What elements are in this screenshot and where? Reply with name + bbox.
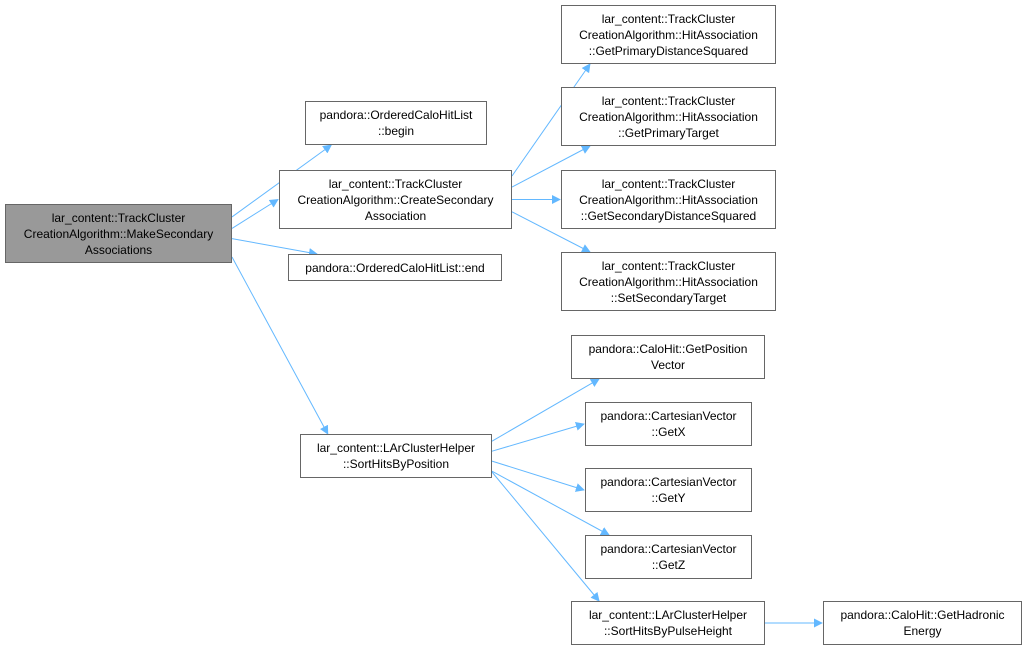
edge-make-secondary-associations-to-create-secondary-association bbox=[231, 199, 279, 229]
node-label-line: pandora::CaloHit::GetHadronic bbox=[840, 608, 1005, 622]
node-label-line: ::GetZ bbox=[651, 558, 686, 572]
node-label-line: ::GetY bbox=[651, 491, 686, 505]
node-calohit-get-hadronic-energy[interactable]: pandora::CaloHit::GetHadronic Energy bbox=[823, 601, 1022, 645]
node-get-primary-distance-squared[interactable]: lar_content::TrackCluster CreationAlgori… bbox=[561, 5, 776, 64]
node-get-secondary-distance-squared[interactable]: lar_content::TrackCluster CreationAlgori… bbox=[561, 170, 776, 229]
edge-sort-hits-by-position-to-cartesian-vector-get-y bbox=[491, 460, 585, 492]
edge-create-secondary-association-to-get-primary-target bbox=[511, 145, 591, 188]
node-ordered-calohit-list-end[interactable]: pandora::OrderedCaloHitList::end bbox=[288, 254, 502, 281]
node-label-line: ::GetPrimaryDistanceSquared bbox=[588, 43, 749, 58]
node-get-primary-target[interactable]: lar_content::TrackCluster CreationAlgori… bbox=[561, 87, 776, 146]
node-label-line: lar_content::TrackCluster bbox=[328, 176, 463, 191]
node-label-line: ::GetSecondaryDistanceSquared bbox=[580, 208, 757, 223]
node-label-line: pandora::CartesianVector bbox=[600, 542, 737, 556]
node-label-line: lar_content::TrackCluster bbox=[601, 93, 736, 108]
node-label-line: ::SortHitsByPulseHeight bbox=[603, 624, 733, 638]
node-sort-hits-by-position[interactable]: lar_content::LArClusterHelper ::SortHits… bbox=[300, 434, 492, 478]
node-label-line: lar_content::TrackCluster bbox=[601, 176, 736, 191]
node-label-line: pandora::OrderedCaloHitList::end bbox=[305, 260, 485, 275]
node-set-secondary-target[interactable]: lar_content::TrackCluster CreationAlgori… bbox=[561, 252, 776, 311]
node-label-line: CreationAlgorithm::HitAssociation bbox=[579, 192, 758, 207]
edge-create-secondary-association-to-get-primary-distance-squared bbox=[511, 63, 591, 177]
edge-create-secondary-association-to-set-secondary-target bbox=[511, 211, 591, 253]
node-label-line: lar_content::TrackCluster bbox=[51, 210, 186, 225]
edge-sort-hits-by-position-to-cartesian-vector-get-x bbox=[491, 421, 585, 452]
node-sort-hits-by-pulse-height[interactable]: lar_content::LArClusterHelper ::SortHits… bbox=[571, 601, 765, 645]
node-label-line: CreationAlgorithm::HitAssociation bbox=[579, 27, 758, 42]
node-label-line: CreationAlgorithm::HitAssociation bbox=[579, 109, 758, 124]
node-label-line: lar_content::TrackCluster bbox=[601, 11, 736, 26]
node-label-line: ::SortHitsByPosition bbox=[342, 457, 450, 471]
edge-make-secondary-associations-to-sort-hits-by-position bbox=[231, 256, 329, 435]
node-label-line: Energy bbox=[903, 624, 942, 638]
node-calohit-get-position-vector[interactable]: pandora::CaloHit::GetPosition Vector bbox=[571, 335, 765, 379]
node-label-line: Associations bbox=[84, 242, 153, 257]
node-label-line: ::GetX bbox=[651, 425, 686, 439]
node-label-line: ::SetSecondaryTarget bbox=[610, 290, 727, 305]
node-label-line: CreationAlgorithm::CreateSecondary bbox=[297, 192, 494, 207]
edge-sort-hits-by-position-to-sort-hits-by-pulse-height bbox=[491, 471, 600, 602]
node-label-line: Association bbox=[364, 208, 427, 223]
edge-sort-hits-by-position-to-cartesian-vector-get-z bbox=[491, 470, 610, 536]
node-cartesian-vector-get-x[interactable]: pandora::CartesianVector ::GetX bbox=[585, 402, 752, 446]
node-label-line: Vector bbox=[650, 358, 686, 372]
node-label-line: CreationAlgorithm::MakeSecondary bbox=[23, 226, 214, 241]
node-create-secondary-association[interactable]: lar_content::TrackCluster CreationAlgori… bbox=[279, 170, 512, 229]
node-make-secondary-associations: lar_content::TrackCluster CreationAlgori… bbox=[5, 204, 232, 263]
node-label-line: CreationAlgorithm::HitAssociation bbox=[579, 274, 758, 289]
node-label-line: pandora::CartesianVector bbox=[600, 409, 737, 423]
node-ordered-calohit-list-begin[interactable]: pandora::OrderedCaloHitList ::begin bbox=[305, 101, 487, 145]
node-label-line: ::GetPrimaryTarget bbox=[618, 125, 719, 140]
node-label-line: pandora::CartesianVector bbox=[600, 475, 737, 489]
node-label-line: lar_content::LArClusterHelper bbox=[316, 441, 476, 455]
node-label-line: pandora::OrderedCaloHitList bbox=[319, 108, 473, 122]
node-cartesian-vector-get-z[interactable]: pandora::CartesianVector ::GetZ bbox=[585, 535, 752, 579]
edge-sort-hits-by-position-to-calohit-get-position-vector bbox=[491, 378, 600, 442]
node-label-line: lar_content::TrackCluster bbox=[601, 258, 736, 273]
node-label-line: pandora::CaloHit::GetPosition bbox=[588, 342, 748, 356]
edge-make-secondary-associations-to-ordered-calohit-list-end bbox=[231, 238, 318, 257]
node-cartesian-vector-get-y[interactable]: pandora::CartesianVector ::GetY bbox=[585, 468, 752, 512]
node-label-line: lar_content::LArClusterHelper bbox=[588, 608, 748, 622]
node-label-line: ::begin bbox=[377, 124, 415, 138]
